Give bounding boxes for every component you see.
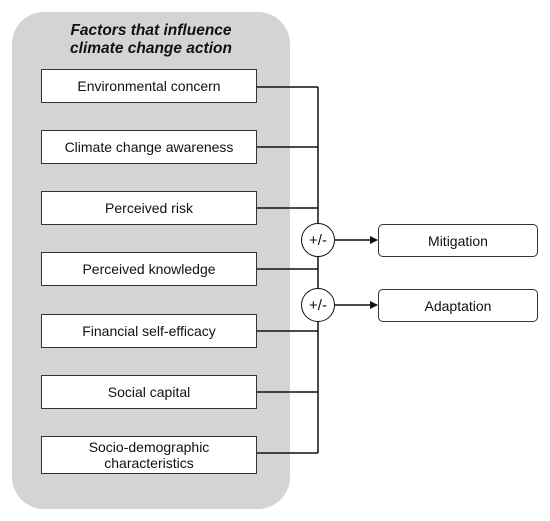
outcome-mitigation: Mitigation (378, 224, 538, 257)
panel-title: Factors that influence climate change ac… (12, 22, 290, 58)
factor-perceived-risk: Perceived risk (41, 191, 257, 225)
panel-title-line2: climate change action (70, 40, 232, 57)
operator-adaptation: +/- (301, 288, 335, 322)
operator-mitigation: +/- (301, 223, 335, 257)
factor-socio-demographic-line1: Socio-demographic (88, 439, 210, 455)
factor-socio-demographic-line2: characteristics (104, 455, 194, 471)
factor-socio-demographic: Socio-demographic characteristics (41, 436, 257, 474)
factor-climate-change-awareness: Climate change awareness (41, 130, 257, 164)
factor-social-capital: Social capital (41, 375, 257, 409)
factor-financial-self-efficacy: Financial self-efficacy (41, 314, 257, 348)
factor-environmental-concern: Environmental concern (41, 69, 257, 103)
factor-perceived-knowledge: Perceived knowledge (41, 252, 257, 286)
outcome-adaptation: Adaptation (378, 289, 538, 322)
panel-title-line1: Factors that influence (70, 22, 232, 39)
